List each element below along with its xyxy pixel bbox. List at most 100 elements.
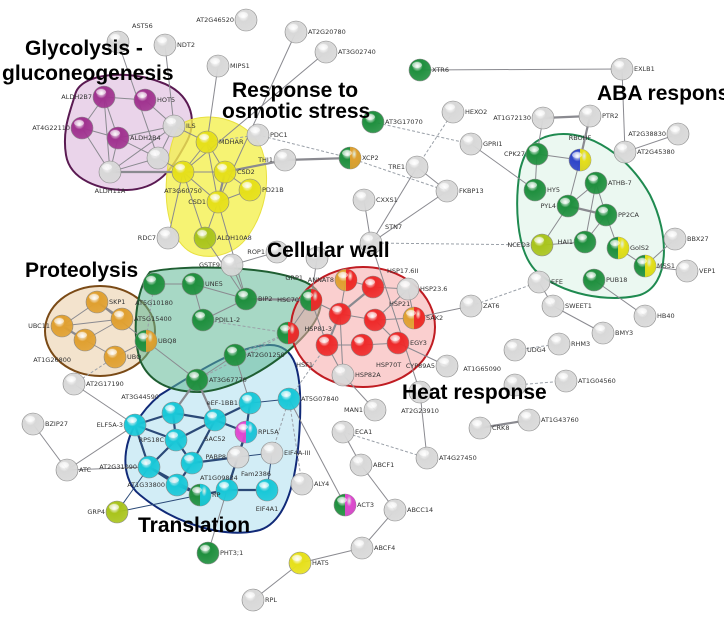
protein-node[interactable]	[161, 401, 185, 425]
protein-node[interactable]	[260, 441, 284, 465]
protein-node[interactable]	[441, 100, 465, 124]
protein-node[interactable]	[531, 106, 555, 130]
protein-node[interactable]	[165, 473, 189, 497]
protein-node[interactable]	[180, 451, 204, 475]
protein-node[interactable]	[277, 387, 301, 411]
node-sphere[interactable]	[156, 226, 180, 250]
node-sphere[interactable]	[162, 114, 186, 138]
protein-node[interactable]	[106, 126, 130, 150]
protein-node[interactable]	[153, 33, 177, 57]
protein-node[interactable]	[405, 155, 429, 179]
node-sphere[interactable]	[180, 451, 204, 475]
node-sphere[interactable]	[352, 188, 376, 212]
protein-node[interactable]	[582, 268, 606, 292]
protein-node[interactable]	[92, 85, 116, 109]
node-sphere[interactable]	[273, 148, 297, 172]
protein-node[interactable]	[215, 478, 239, 502]
protein-node[interactable]	[359, 231, 383, 255]
protein-node[interactable]	[299, 288, 323, 312]
node-sphere[interactable]	[110, 307, 134, 331]
protein-node[interactable]	[517, 408, 541, 432]
node-sphere[interactable]	[234, 8, 258, 32]
node-sphere[interactable]	[386, 331, 410, 355]
node-sphere[interactable]	[584, 171, 608, 195]
protein-node[interactable]	[606, 236, 630, 260]
node-sphere[interactable]	[363, 308, 387, 332]
protein-node[interactable]	[234, 8, 258, 32]
node-sphere[interactable]	[98, 160, 122, 184]
protein-node[interactable]	[234, 287, 258, 311]
protein-node[interactable]	[181, 272, 205, 296]
protein-node[interactable]	[171, 160, 195, 184]
node-sphere[interactable]	[123, 413, 147, 437]
protein-node[interactable]	[349, 453, 373, 477]
node-sphere[interactable]	[459, 294, 483, 318]
protein-node[interactable]	[276, 321, 300, 345]
node-sphere[interactable]	[191, 308, 215, 332]
node-sphere[interactable]	[594, 203, 618, 227]
node-sphere[interactable]	[137, 455, 161, 479]
protein-node[interactable]	[350, 333, 374, 357]
protein-node[interactable]	[162, 114, 186, 138]
node-sphere[interactable]	[255, 478, 279, 502]
node-sphere[interactable]	[408, 58, 432, 82]
protein-node[interactable]	[525, 142, 549, 166]
node-sphere[interactable]	[328, 302, 352, 326]
node-sphere[interactable]	[633, 304, 657, 328]
node-sphere[interactable]	[241, 588, 265, 612]
node-sphere[interactable]	[361, 275, 385, 299]
protein-node[interactable]	[584, 171, 608, 195]
protein-node[interactable]	[503, 373, 527, 397]
node-sphere[interactable]	[181, 272, 205, 296]
node-sphere[interactable]	[582, 268, 606, 292]
node-sphere[interactable]	[578, 104, 602, 128]
protein-node[interactable]	[203, 408, 227, 432]
protein-node[interactable]	[196, 541, 220, 565]
node-sphere[interactable]	[527, 270, 551, 294]
node-sphere[interactable]	[573, 230, 597, 254]
protein-node[interactable]	[315, 333, 339, 357]
node-sphere[interactable]	[666, 122, 690, 146]
node-sphere[interactable]	[288, 551, 312, 575]
node-sphere[interactable]	[530, 233, 554, 257]
protein-node[interactable]	[547, 332, 571, 356]
protein-node[interactable]	[110, 307, 134, 331]
protein-node[interactable]	[350, 536, 374, 560]
protein-node[interactable]	[156, 226, 180, 250]
node-sphere[interactable]	[238, 391, 262, 415]
protein-node[interactable]	[556, 194, 580, 218]
node-sphere[interactable]	[55, 458, 79, 482]
node-sphere[interactable]	[331, 363, 355, 387]
node-sphere[interactable]	[503, 338, 527, 362]
protein-node[interactable]	[331, 363, 355, 387]
protein-node[interactable]	[334, 268, 358, 292]
node-sphere[interactable]	[663, 227, 687, 251]
node-sphere[interactable]	[331, 420, 355, 444]
node-sphere[interactable]	[206, 54, 230, 78]
node-sphere[interactable]	[213, 160, 237, 184]
node-sphere[interactable]	[435, 179, 459, 203]
node-sphere[interactable]	[468, 416, 492, 440]
protein-node[interactable]	[402, 306, 426, 330]
protein-node[interactable]	[70, 116, 94, 140]
protein-node[interactable]	[568, 148, 592, 172]
protein-node[interactable]	[185, 368, 209, 392]
protein-node[interactable]	[383, 498, 407, 522]
protein-node[interactable]	[591, 321, 615, 345]
node-sphere[interactable]	[613, 140, 637, 164]
protein-node[interactable]	[573, 230, 597, 254]
protein-node[interactable]	[146, 146, 170, 170]
protein-node[interactable]	[213, 160, 237, 184]
node-sphere[interactable]	[161, 401, 185, 425]
node-sphere[interactable]	[195, 130, 219, 154]
node-sphere[interactable]	[142, 272, 166, 296]
protein-node[interactable]	[435, 354, 459, 378]
protein-node[interactable]	[578, 104, 602, 128]
protein-node[interactable]	[55, 458, 79, 482]
node-sphere[interactable]	[459, 132, 483, 156]
protein-node[interactable]	[193, 226, 217, 250]
protein-node[interactable]	[408, 58, 432, 82]
node-sphere[interactable]	[554, 369, 578, 393]
node-sphere[interactable]	[290, 472, 314, 496]
protein-node[interactable]	[134, 329, 158, 353]
